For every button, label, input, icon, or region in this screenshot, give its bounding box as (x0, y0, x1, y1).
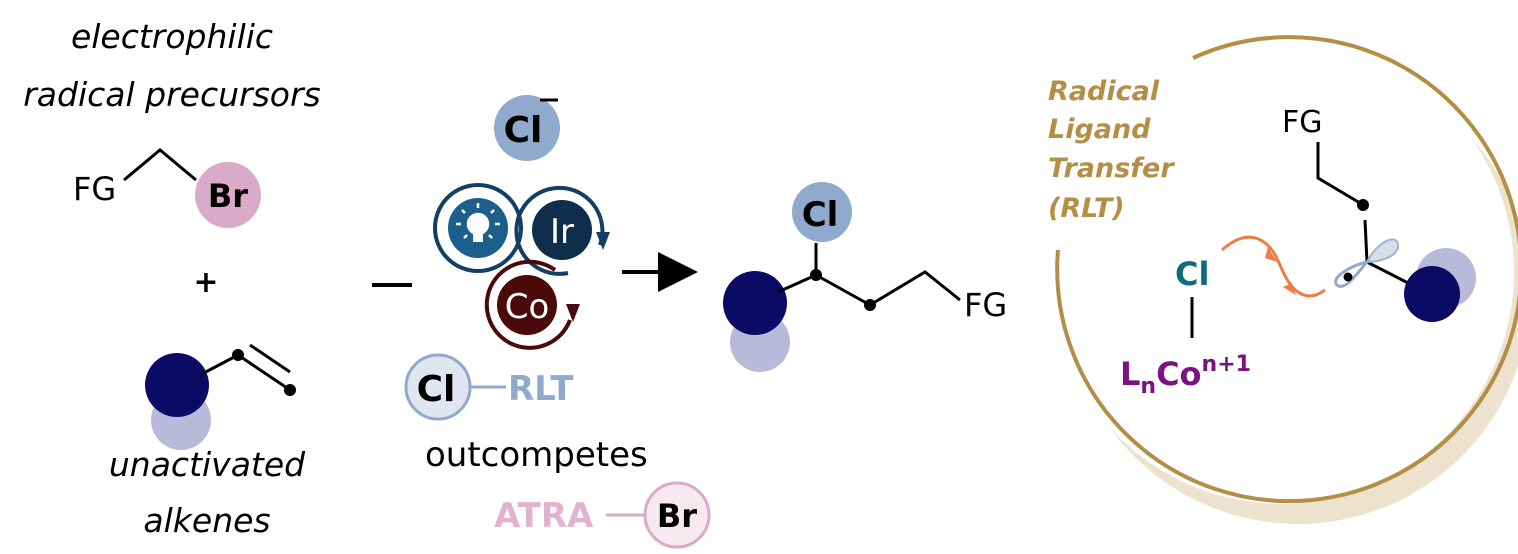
inset-title-4: (RLT) (1048, 193, 1125, 224)
ir-label: Ir (550, 212, 574, 252)
inset-title-1: Radical (1048, 76, 1160, 107)
ir-cycle-arrowhead (596, 232, 610, 250)
product-cl-sphere (792, 182, 852, 242)
precursor-caption-1: electrophilic (71, 17, 273, 56)
product-fg: FG (964, 286, 1007, 324)
co-sphere (497, 275, 557, 335)
alkene-caption-2: alkenes (143, 501, 270, 540)
inset-title-3: Transfer (1048, 153, 1175, 184)
outcompetes-text: outcompetes (425, 435, 648, 475)
substituent-sphere-dark (145, 353, 209, 417)
inset-border (1055, 35, 1518, 504)
precursor-caption-2: radical precursors (23, 75, 321, 114)
ir-sphere (532, 200, 592, 260)
chloride-sphere (494, 95, 560, 161)
co-cycle-arrowhead (566, 304, 580, 322)
product-cl-label: Cl (802, 195, 839, 235)
rlt-inset: Radical Ligand Transfer (RLT) FG Cl LnCo… (1048, 35, 1518, 524)
atra-br-sphere (643, 481, 711, 549)
inset-cl-label: Cl (1175, 255, 1209, 293)
chloride-label: Cl (504, 110, 543, 151)
lightbulb-icon (456, 203, 500, 242)
atra-br-label: Br (657, 497, 697, 535)
plus-sign: + (193, 265, 218, 300)
co-cycle-ring (484, 259, 572, 350)
lnco-label: LnCon+1 (1120, 352, 1251, 399)
co-label: Co (505, 287, 550, 327)
precursor-fg: FG (73, 170, 116, 208)
rlt-label: RLT (508, 369, 574, 409)
atra-label: ATRA (494, 496, 594, 536)
br-label: Br (208, 177, 248, 215)
photon-cycle-ring (433, 183, 523, 273)
alkene-structure (145, 343, 296, 450)
inset-fg: FG (1282, 105, 1323, 140)
inset-title-2: Ligand (1048, 114, 1151, 145)
precursor-bond (123, 148, 197, 182)
alkene-caption-1: unactivated (109, 445, 306, 484)
rlt-cl-label: Cl (417, 369, 456, 410)
p-orbital-icon (1334, 238, 1400, 288)
ir-cycle-ring (514, 185, 605, 276)
product-structure: Cl FG (723, 182, 1007, 372)
transfer-arrow (1221, 235, 1326, 298)
br-atom-sphere (195, 162, 261, 228)
catalytic-cycles: Ir Co (433, 183, 610, 350)
